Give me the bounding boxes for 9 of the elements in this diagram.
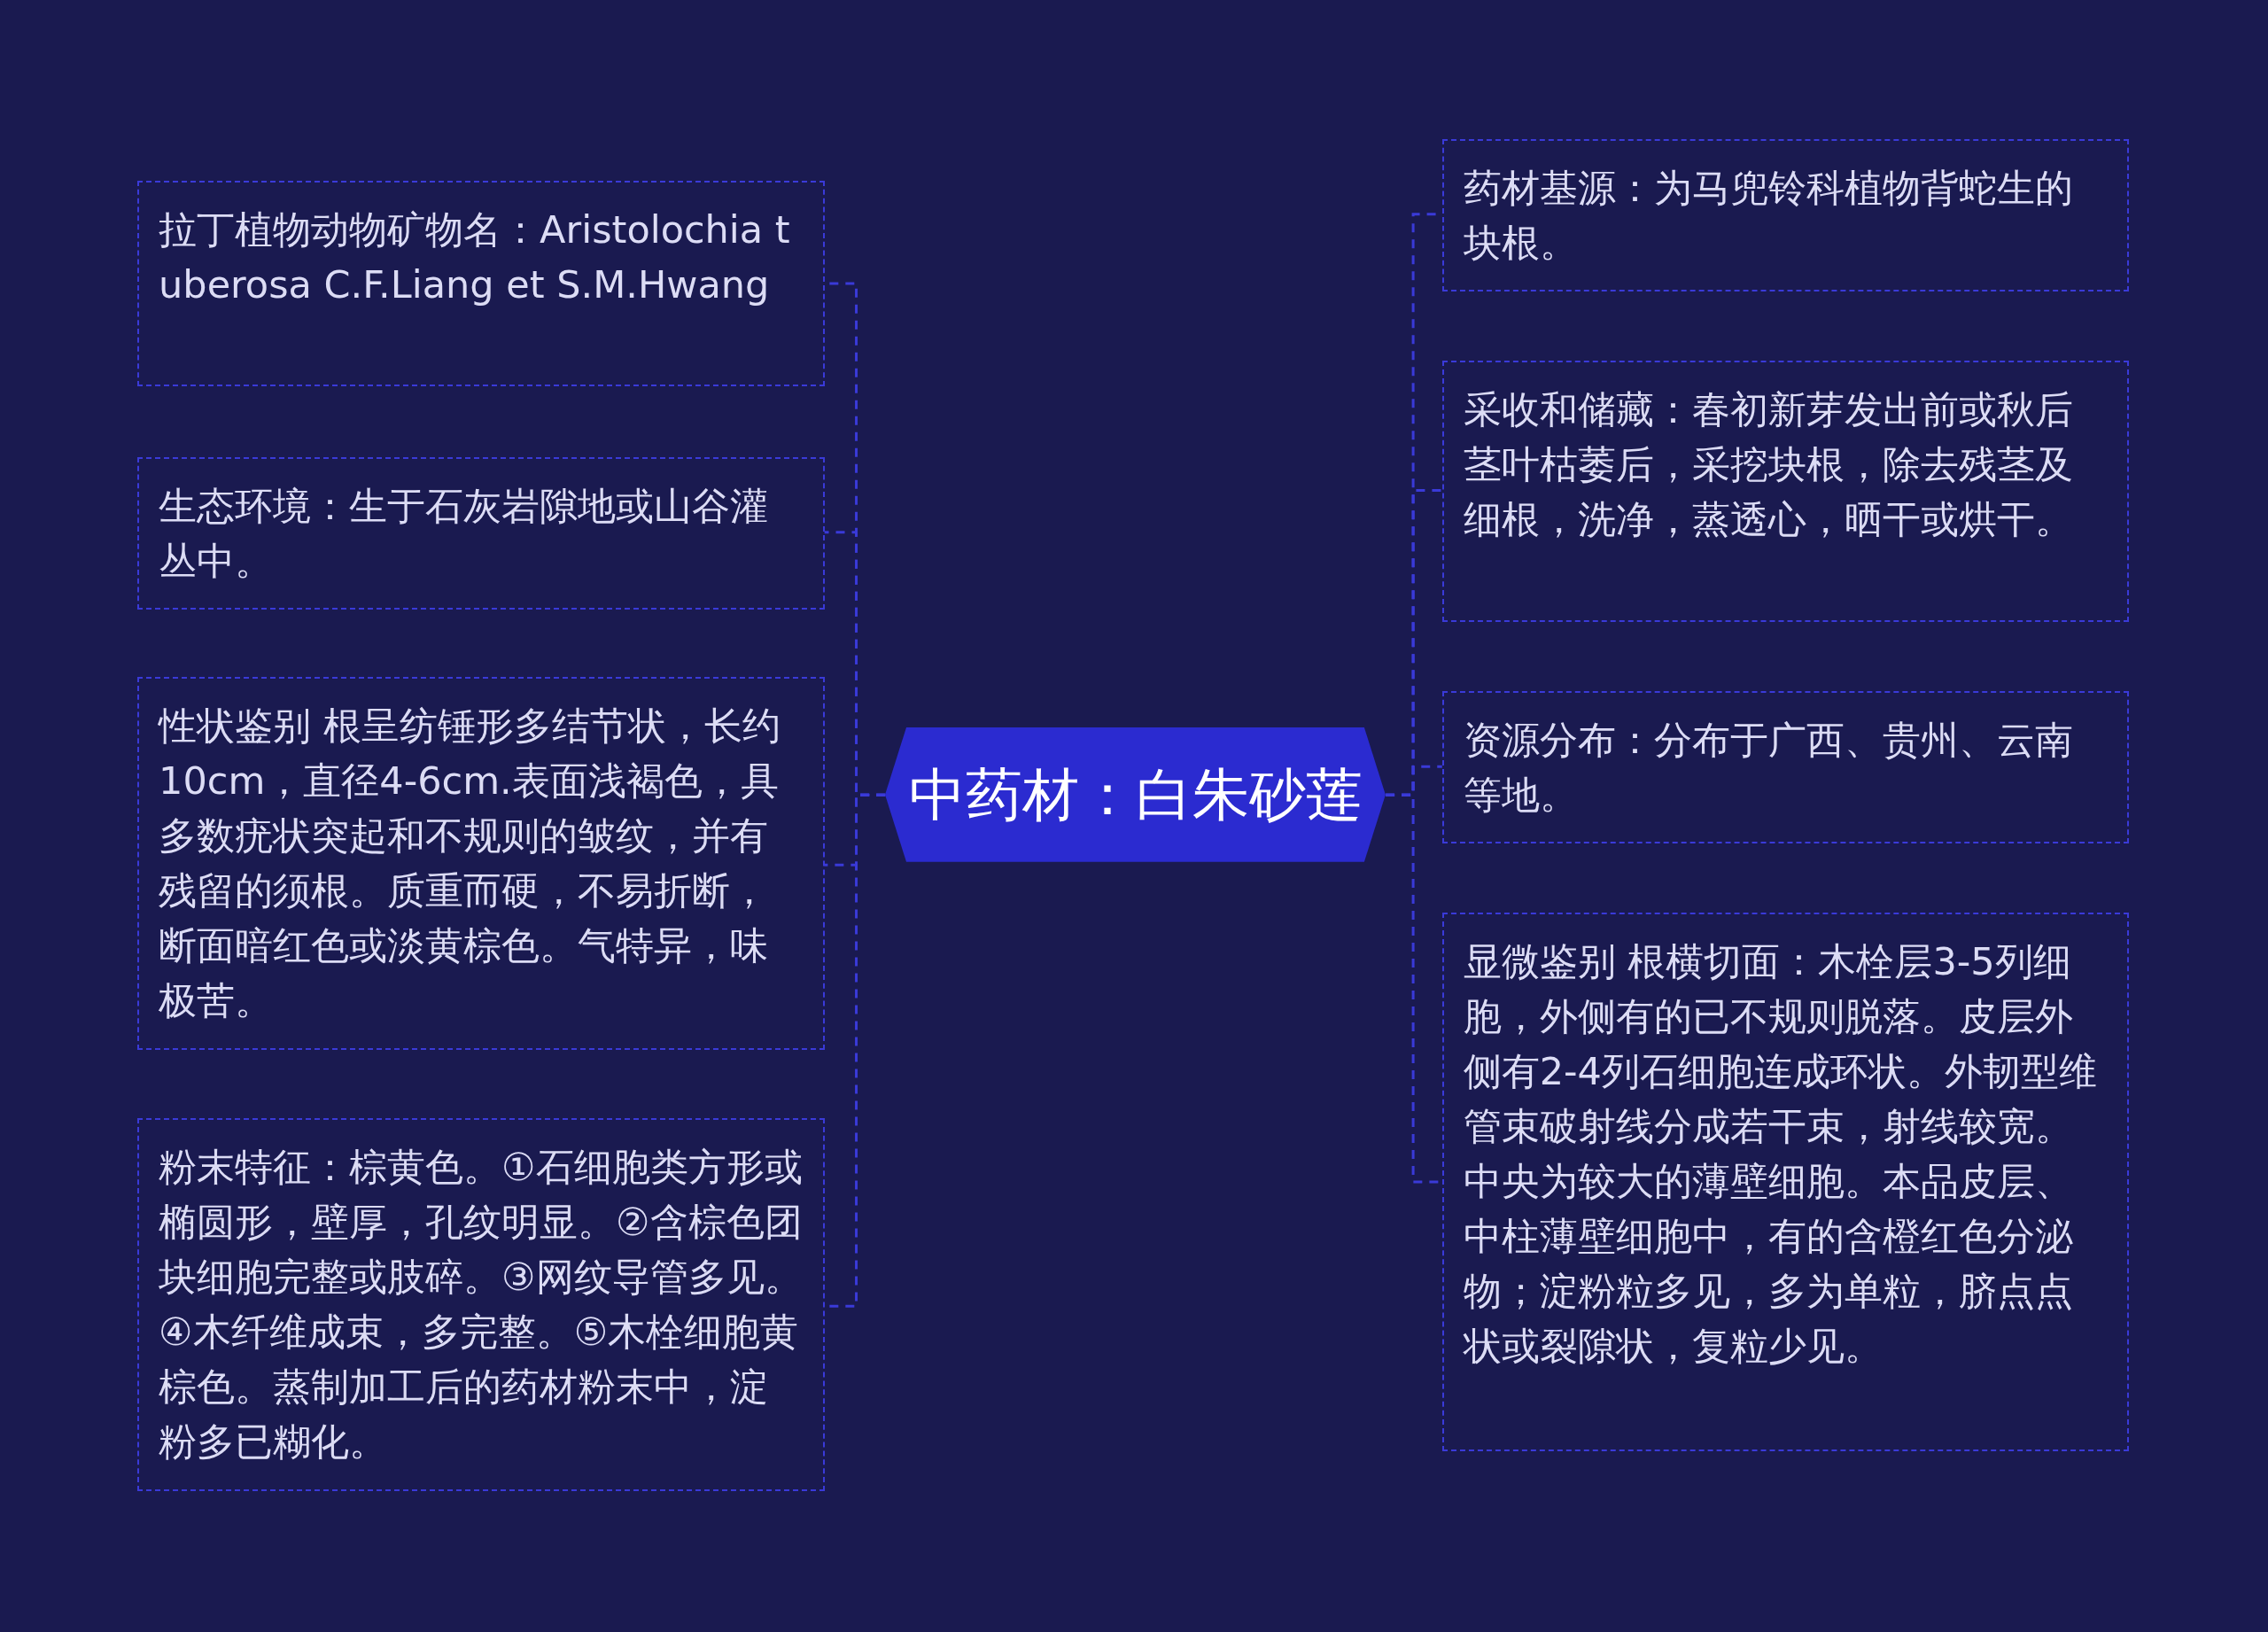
text-box: 生态环境：生于石灰岩隙地或山谷灌丛中。 <box>137 456 825 610</box>
text-box: 显微鉴别 根横切面：木栓层3-5列细胞，外侧有的已不规则脱落。皮层外侧有2-4列石细胞连成环状。外韧型维管束破射线分成若干束，射线较宽。中央为较大的薄壁细胞。本品皮层、中柱薄壁细胞中，有的含橙红色分泌物；淀粉粒多见，多为单粒，脐点点状或裂隙状，复粒少见。 <box>1441 913 2130 1451</box>
hexagon-node: 中药材：白朱砂莲 <box>885 727 1386 863</box>
text-box: 粉末特征：棕黄色。①石细胞类方形或椭圆形，壁厚，孔纹明显。②含棕色团块细胞完整或肢碎。③网纹导管多见。④木纤维成束，多完整。⑤木栓细胞黄棕色。蒸制加工后的药材粉末中，淀粉多已糊化。 <box>137 1118 825 1492</box>
text-box: 性状鉴别 根呈纺锤形多结节状，长约10cm，直径4-6cm.表面浅褐色，具多数疣状突起和不规则的皱纹，并有残留的须根。质重而硬，不易折断，断面暗红色或淡黄棕色。气特异，味极苦。 <box>137 677 825 1051</box>
text-box: 药材基源：为马兜铃科植物背蛇生的块根。 <box>1441 138 2130 291</box>
text-box: 采收和储藏：春初新芽发出前或秋后茎叶枯萎后，采挖块根，除去残茎及细根，洗净，蒸透心，晒干或烘干。 <box>1441 360 2130 622</box>
text-box: 资源分布：分布于广西、贵州、云南等地。 <box>1441 691 2130 844</box>
text-box: 拉丁植物动物矿物名：Aristolochia tuberosa C.F.Liang et S.M.Hwang <box>137 181 825 386</box>
